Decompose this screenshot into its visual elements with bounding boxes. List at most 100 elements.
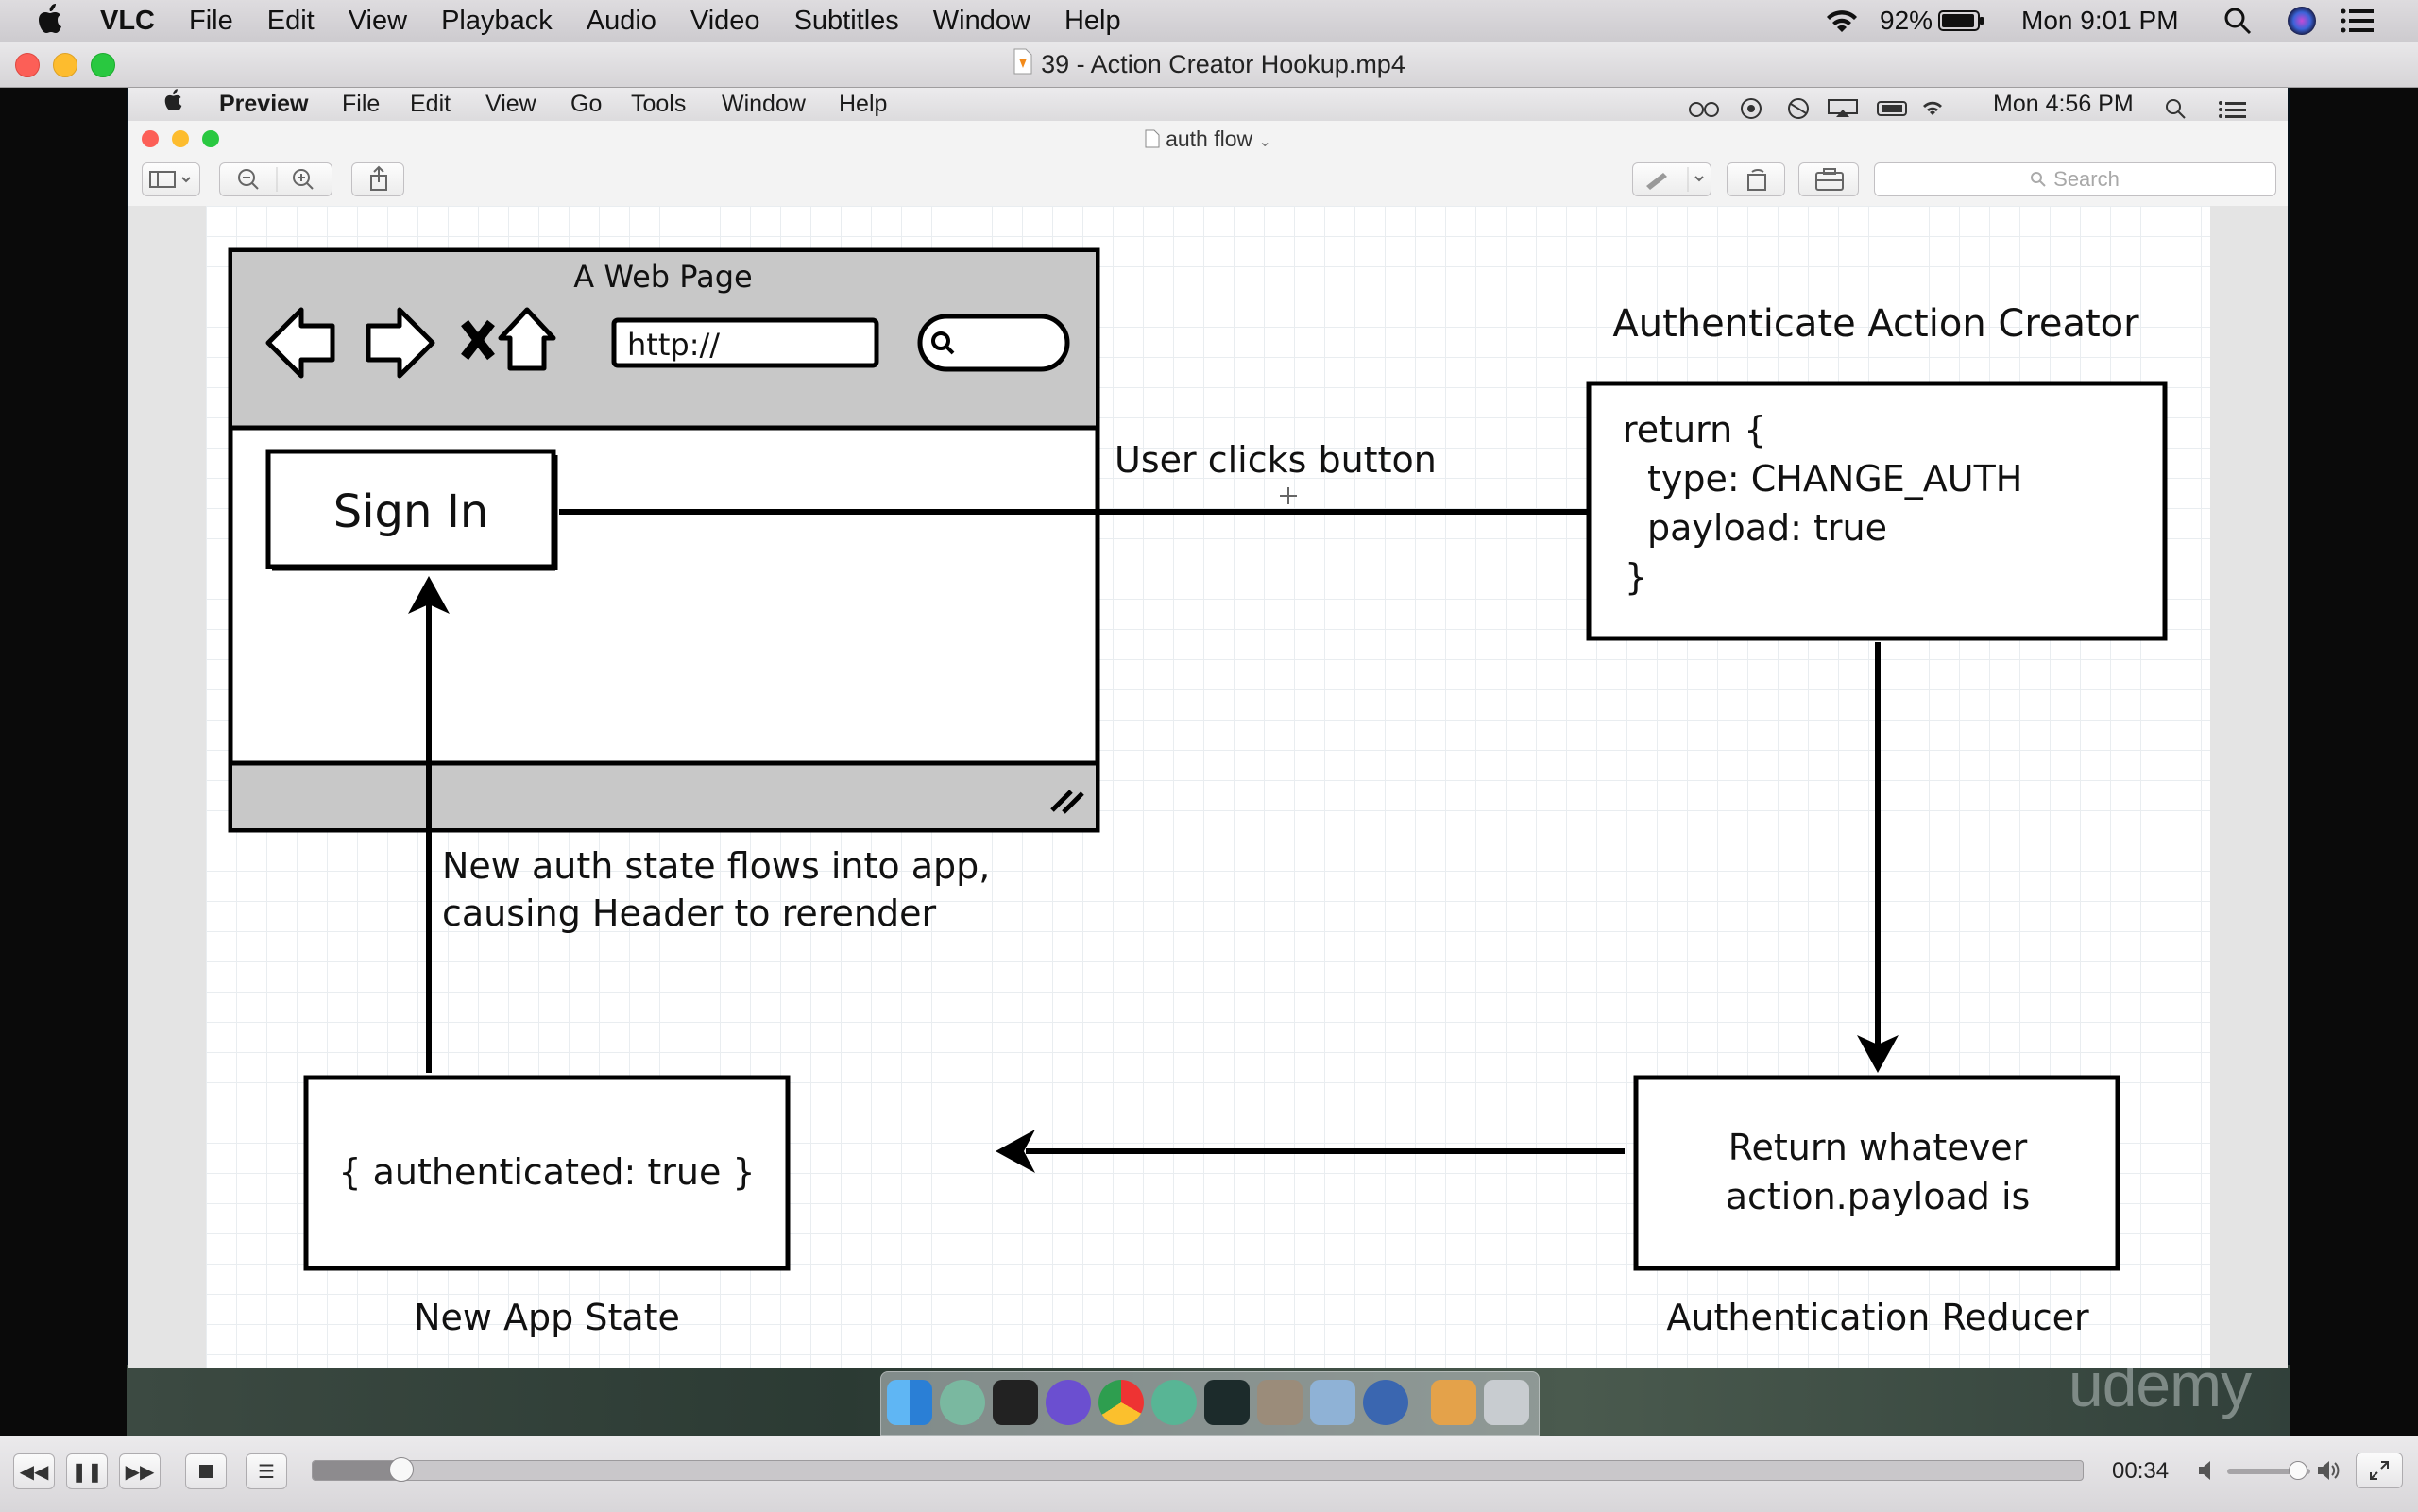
forward-arrow-icon (366, 307, 435, 379)
left-arrow (996, 1130, 1625, 1173)
share-icon (351, 162, 404, 196)
browser-title: A Web Page (573, 259, 752, 295)
stop-button[interactable] (185, 1453, 227, 1489)
preview-zoom-button (202, 130, 219, 147)
stop-x-icon (461, 319, 495, 361)
pen-app-icon (1046, 1380, 1091, 1425)
back-arrow-icon (265, 307, 335, 379)
volume-max-icon[interactable] (2316, 1458, 2341, 1487)
chevron-down-icon: ⌄ (1258, 134, 1271, 150)
seek-progress (313, 1461, 401, 1480)
inner-menu-go: Go (570, 91, 603, 117)
rotate-icon (1727, 162, 1785, 196)
menu-subtitles[interactable]: Subtitles (793, 5, 899, 36)
app-state-label: New App State (414, 1297, 680, 1338)
menu-view[interactable]: View (348, 5, 408, 36)
app-state-box (303, 1075, 791, 1271)
search-icon (2031, 164, 2046, 196)
atom-icon-2 (1151, 1380, 1197, 1425)
resize-grip-icon (1050, 790, 1084, 814)
inner-menu-view: View (485, 91, 536, 117)
menu-audio[interactable]: Audio (586, 5, 656, 36)
volume-slider[interactable] (2227, 1461, 2310, 1480)
rewind-button[interactable]: ◀◀ (13, 1453, 55, 1489)
playlist-icon: ☰ (258, 1461, 275, 1483)
document-icon (1145, 123, 1160, 159)
menu-app-vlc[interactable]: VLC (100, 5, 155, 36)
document-area: A Web Page http:// Sign In (128, 206, 2288, 1368)
signin-box (265, 449, 556, 569)
magnifier-icon (931, 331, 955, 355)
seek-handle[interactable] (388, 1457, 414, 1482)
inner-menu-help: Help (839, 91, 888, 117)
apple-menu-icon[interactable] (38, 3, 72, 40)
wifi-icon[interactable] (1823, 0, 1861, 42)
reducer-line-2: action.payload is (1726, 1176, 2031, 1217)
signin-label: Sign In (333, 485, 489, 538)
preview-search-field: Search (1874, 162, 2276, 196)
menu-file[interactable]: File (189, 5, 233, 36)
battery-icon[interactable] (1938, 0, 1985, 42)
playlist-button[interactable]: ☰ (246, 1453, 287, 1489)
menu-video[interactable]: Video (690, 5, 760, 36)
video-file-icon (1013, 43, 1033, 89)
url-text: http:// (627, 327, 720, 363)
fullscreen-button[interactable] (2356, 1453, 2403, 1488)
url-bar (611, 317, 879, 368)
menu-window[interactable]: Window (932, 5, 1030, 36)
close-button[interactable] (15, 53, 40, 77)
pause-icon: ❚❚ (71, 1461, 103, 1483)
siri-icon[interactable] (2286, 0, 2318, 42)
down-arrow (1857, 642, 1899, 1073)
creator-code-line-4: } (1625, 556, 1647, 598)
action-creator-box (1586, 381, 2168, 641)
vlc-titlebar: 39 - Action Creator Hookup.mp4 (0, 42, 2418, 88)
menu-edit[interactable]: Edit (266, 5, 315, 36)
app-state-text: { authenticated: true } (338, 1151, 755, 1193)
reducer-label: Authentication Reducer (1666, 1297, 2089, 1338)
flow-label-line-1: New auth state flows into app, (442, 845, 990, 887)
clock[interactable]: Mon 9:01 PM (2021, 6, 2179, 35)
zoom-controls (219, 162, 332, 196)
fast-forward-button[interactable]: ▶▶ (119, 1453, 161, 1489)
minimize-button[interactable] (53, 53, 77, 77)
spotlight-search-icon[interactable] (2223, 0, 2252, 42)
atom-icon (940, 1380, 985, 1425)
system-menubar: VLC File Edit View Playback Audio Video … (0, 0, 2418, 42)
markup-pen-icon (1632, 162, 1711, 196)
diagram-page: A Web Page http:// Sign In (206, 206, 2210, 1368)
seek-bar[interactable] (312, 1457, 2084, 1482)
browser-search-box (917, 314, 1070, 372)
volume-handle[interactable] (2288, 1461, 2307, 1480)
inner-list-icon (2218, 95, 2246, 118)
inner-apple-icon (164, 88, 185, 121)
battery-percent: 92% (1880, 6, 1933, 35)
toolbox-icon (1798, 162, 1859, 196)
preview-window: auth flow ⌄ Search (128, 121, 2288, 1368)
auth-flow-diagram: A Web Page http:// Sign In (228, 247, 2168, 1338)
creator-code-line-2: type: CHANGE_AUTH (1647, 458, 2022, 500)
preview-close-button (142, 130, 159, 147)
inner-menu-preview: Preview (219, 91, 309, 117)
inner-menubar: Preview File Edit View Go Tools Window H… (128, 88, 2288, 122)
home-icon (498, 307, 556, 371)
stop-icon (199, 1465, 213, 1478)
crosshair-cursor-icon (1280, 487, 1297, 504)
menu-playback[interactable]: Playback (441, 5, 553, 36)
time-display[interactable]: 00:34 (2112, 1458, 2170, 1484)
activity-monitor-icon (1204, 1380, 1250, 1425)
creator-code-line-1: return { (1623, 409, 1766, 450)
preview-minimize-button (172, 130, 189, 147)
rewind-icon: ◀◀ (19, 1461, 49, 1483)
vlc-title: 39 - Action Creator Hookup.mp4 (0, 42, 2418, 87)
zoom-button[interactable] (91, 53, 115, 77)
volume-mute-icon[interactable] (2197, 1458, 2218, 1487)
menu-help[interactable]: Help (1064, 5, 1121, 36)
preview-titlebar: auth flow ⌄ (128, 121, 2288, 157)
window-title: 39 - Action Creator Hookup.mp4 (1041, 50, 1405, 78)
pause-button[interactable]: ❚❚ (66, 1453, 108, 1489)
notification-center-icon[interactable] (2341, 0, 2375, 42)
sidebar-toggle-icon (142, 162, 200, 196)
inner-menu-tools: Tools (631, 91, 687, 117)
chrome-icon (1098, 1380, 1144, 1425)
